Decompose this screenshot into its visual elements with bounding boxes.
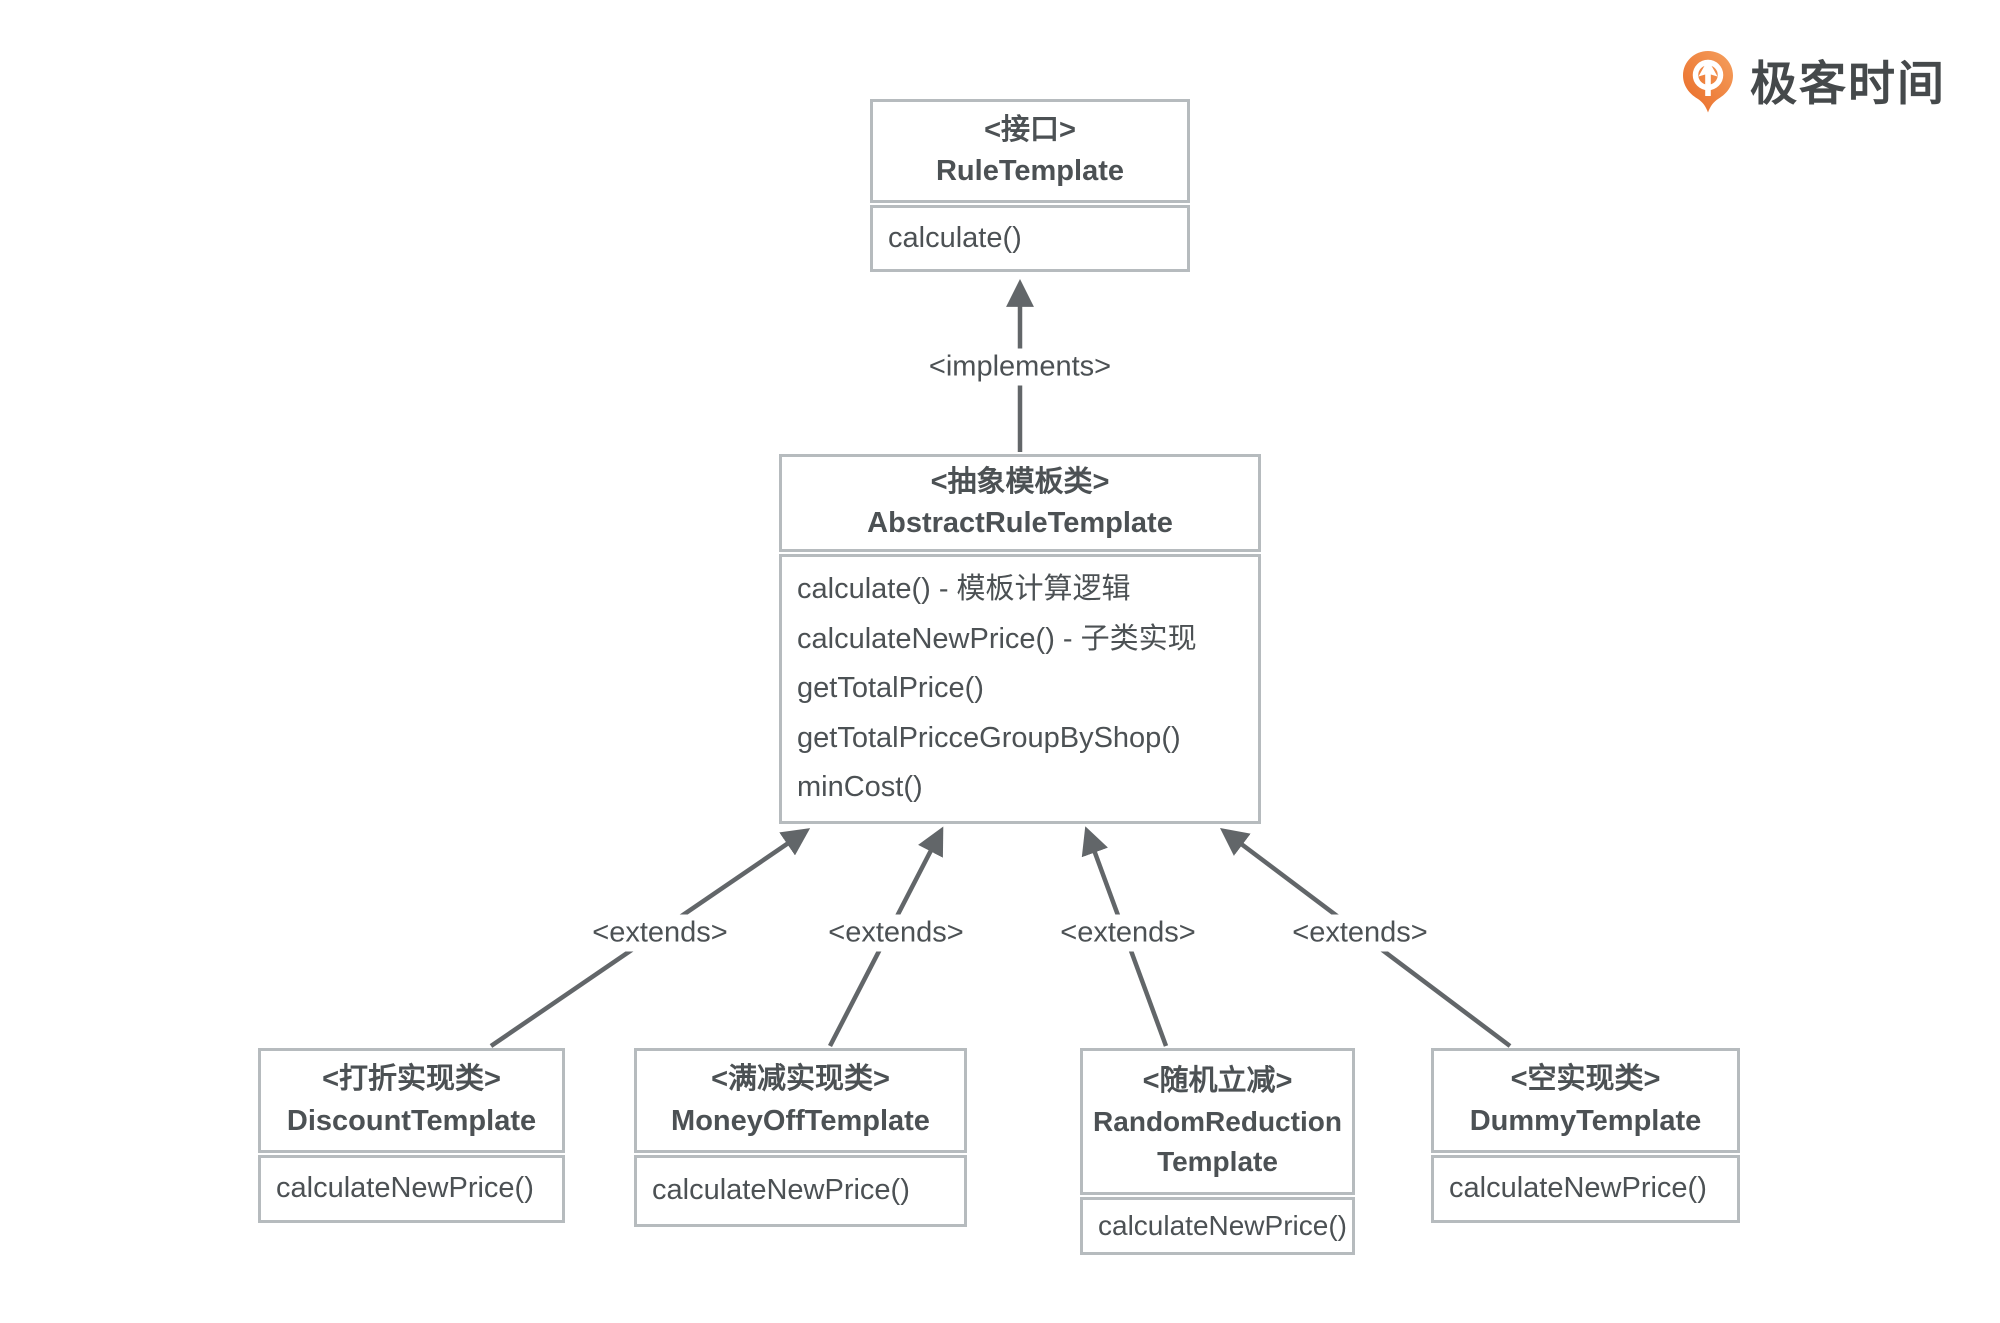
class-stereotype: <抽象模板类> <box>930 465 1110 498</box>
method-row: calculate() - 模板计算逻辑 <box>797 572 1131 605</box>
method-row: calculateNewPrice() - 子类实现 <box>797 622 1197 655</box>
class-stereotype: <满减实现类> <box>711 1063 890 1096</box>
method-row: calculateNewPrice() <box>652 1174 910 1207</box>
class-name: RuleTemplate <box>935 155 1124 187</box>
extends-label-dummy: <extends> <box>1282 914 1438 952</box>
class-box-ruletemplate: <接口> RuleTemplate calculate() <box>870 99 1190 272</box>
method-row: getTotalPrice() <box>797 672 984 705</box>
method-row: calculate() <box>888 221 1022 254</box>
class-header: <空实现类> DummyTemplate <box>1431 1048 1740 1153</box>
class-box-moneyofftemplate: <满减实现类> MoneyOffTemplate calculateNewPri… <box>634 1048 967 1227</box>
extends-label-moneyoff: <extends> <box>818 914 974 952</box>
class-header: <打折实现类> DiscountTemplate <box>258 1048 565 1153</box>
class-header: <随机立减> RandomReduction Template <box>1080 1048 1355 1195</box>
class-methods: calculateNewPrice() <box>1080 1197 1355 1255</box>
class-name: MoneyOffTemplate <box>671 1104 930 1137</box>
implements-label: <implements> <box>918 348 1122 386</box>
geektime-pin-icon <box>1683 51 1733 113</box>
class-box-randomreductiontemplate: <随机立减> RandomReduction Template calculat… <box>1080 1048 1355 1255</box>
method-row: calculateNewPrice() <box>1098 1209 1347 1241</box>
class-box-dummytemplate: <空实现类> DummyTemplate calculateNewPrice() <box>1431 1048 1740 1223</box>
class-methods: calculate() - 模板计算逻辑 calculateNewPrice()… <box>779 554 1261 824</box>
class-stereotype: <空实现类> <box>1510 1063 1661 1096</box>
extends-label-discount: <extends> <box>582 914 738 952</box>
class-stereotype: <接口> <box>984 113 1076 146</box>
class-name: DiscountTemplate <box>286 1104 537 1137</box>
method-row: getTotalPricceGroupByShop() <box>797 721 1181 754</box>
class-box-discounttemplate: <打折实现类> DiscountTemplate calculateNewPri… <box>258 1048 565 1223</box>
class-header: <抽象模板类> AbstractRuleTemplate <box>779 454 1261 552</box>
class-methods: calculateNewPrice() <box>258 1155 565 1223</box>
class-methods: calculateNewPrice() <box>634 1155 967 1227</box>
method-row: calculateNewPrice() <box>276 1172 534 1205</box>
class-stereotype: <打折实现类> <box>322 1063 501 1096</box>
class-header: <接口> RuleTemplate <box>870 99 1190 203</box>
class-methods: calculateNewPrice() <box>1431 1155 1740 1223</box>
method-row: minCost() <box>797 771 923 804</box>
extends-label-randomreduction: <extends> <box>1050 914 1206 952</box>
class-header: <满减实现类> MoneyOffTemplate <box>634 1048 967 1153</box>
class-box-abstractruletemplate: <抽象模板类> AbstractRuleTemplate calculate()… <box>779 454 1261 824</box>
class-name: DummyTemplate <box>1469 1104 1702 1137</box>
method-row: calculateNewPrice() <box>1449 1172 1707 1205</box>
geektime-logo: 极客时间 <box>1682 50 1946 116</box>
geektime-logo-label: 极客时间 <box>1750 56 1946 110</box>
class-name: RandomReduction Template <box>1093 1106 1342 1178</box>
class-stereotype: <随机立减> <box>1142 1065 1293 1098</box>
class-name: AbstractRuleTemplate <box>867 507 1173 539</box>
class-methods: calculate() <box>870 205 1190 272</box>
